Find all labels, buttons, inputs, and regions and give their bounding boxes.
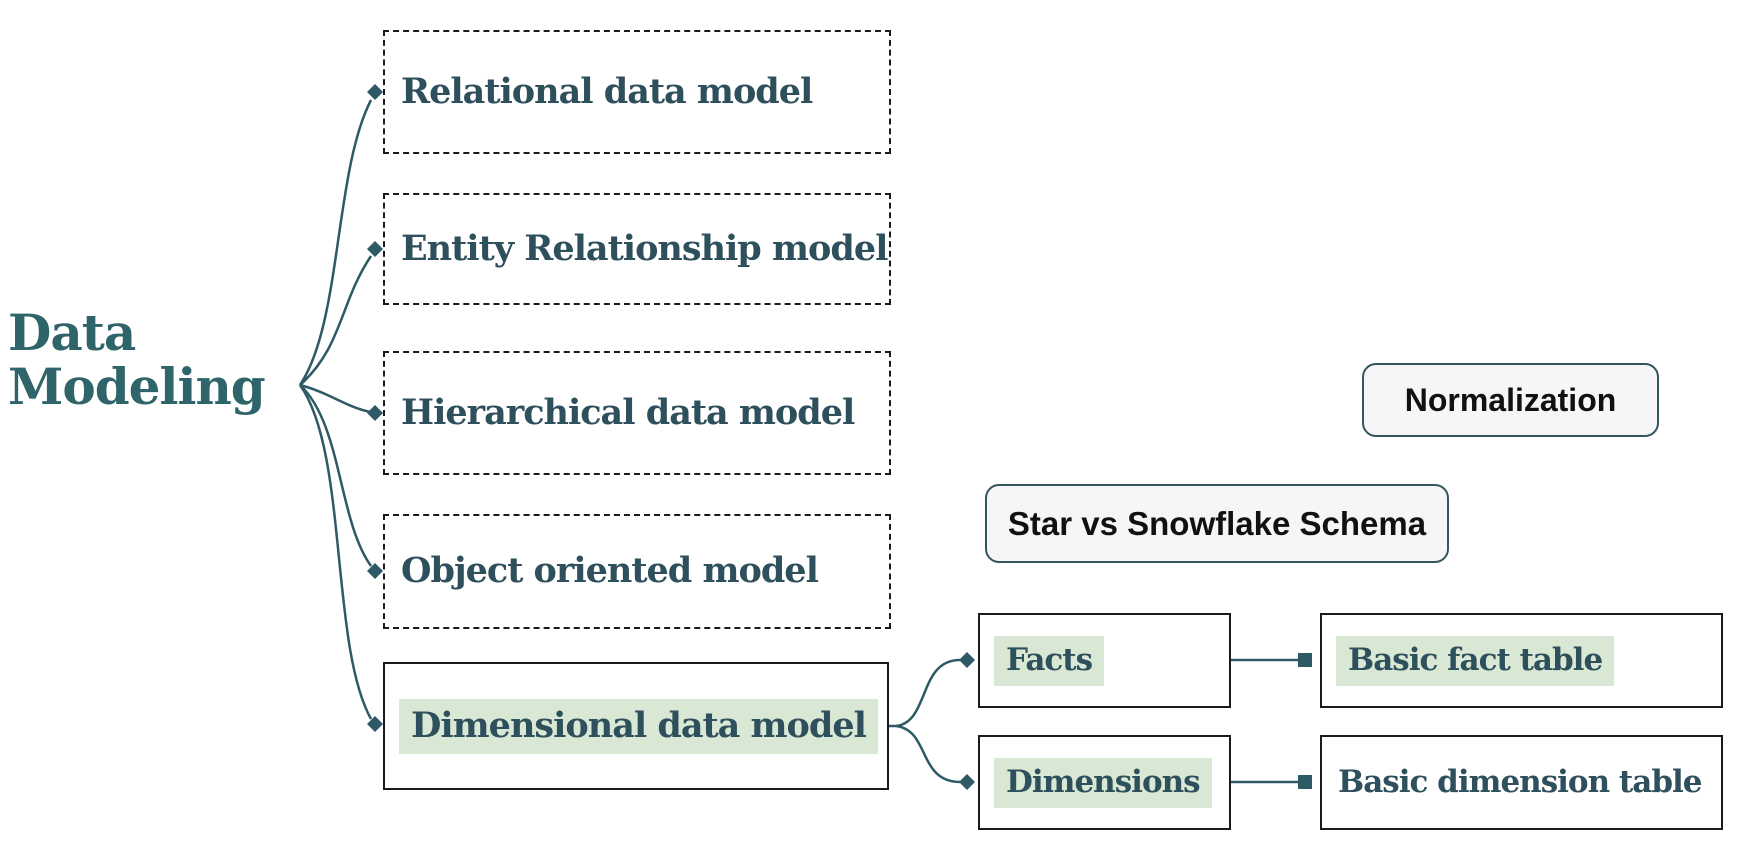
node-relational-data-model[interactable]: Relational data model [383, 30, 891, 154]
node-label-highlighted: Basic fact table [1336, 635, 1615, 686]
diamond-arrow-icon [367, 84, 383, 100]
node-label: Relational data model [401, 70, 813, 112]
connector-root-to-hierarchical [299, 383, 372, 414]
connector-dimensional-to-dimensions [895, 724, 961, 784]
node-label-highlighted: Dimensions [994, 757, 1212, 808]
connector-dimensional-to-facts [895, 658, 961, 728]
root-label: Data Modeling [8, 303, 266, 416]
node-label-highlighted: Facts [994, 635, 1105, 686]
node-hierarchical-data-model[interactable]: Hierarchical data model [383, 351, 891, 475]
diamond-arrow-icon [367, 716, 383, 732]
square-arrow-icon [1298, 653, 1312, 667]
connector-root-to-object-oriented [299, 384, 373, 567]
note-normalization[interactable]: Normalization [1362, 363, 1659, 437]
note-star-vs-snowflake-schema[interactable]: Star vs Snowflake Schema [985, 484, 1449, 563]
node-label-highlighted: Dimensional data model [399, 698, 878, 754]
node-label: Entity Relationship model [401, 227, 888, 269]
node-label: Hierarchical data model [401, 391, 855, 433]
root-node-data-modeling[interactable]: Data Modeling [8, 306, 308, 413]
node-basic-fact-table[interactable]: Basic fact table [1320, 613, 1723, 708]
node-entity-relationship-model[interactable]: Entity Relationship model [383, 193, 891, 305]
diamond-arrow-icon [367, 241, 383, 257]
diamond-arrow-icon [367, 405, 383, 421]
node-label: Object oriented model [401, 550, 819, 591]
square-arrow-icon [1298, 775, 1312, 789]
connector-root-to-entity-relationship [299, 255, 373, 386]
diamond-arrow-icon [367, 563, 383, 579]
diamond-arrow-icon [959, 774, 975, 790]
node-facts[interactable]: Facts [978, 613, 1231, 708]
connector-root-to-relational [298, 99, 373, 386]
connector-root-to-dimensional [298, 384, 373, 720]
node-object-oriented-model[interactable]: Object oriented model [383, 514, 891, 629]
node-label: Basic dimension table [1338, 763, 1703, 800]
node-dimensional-data-model[interactable]: Dimensional data model [383, 662, 889, 790]
note-label: Star vs Snowflake Schema [1007, 504, 1427, 542]
diamond-arrow-icon [959, 652, 975, 668]
note-label: Normalization [1404, 381, 1617, 418]
node-basic-dimension-table[interactable]: Basic dimension table [1320, 735, 1723, 830]
node-dimensions[interactable]: Dimensions [978, 735, 1231, 830]
